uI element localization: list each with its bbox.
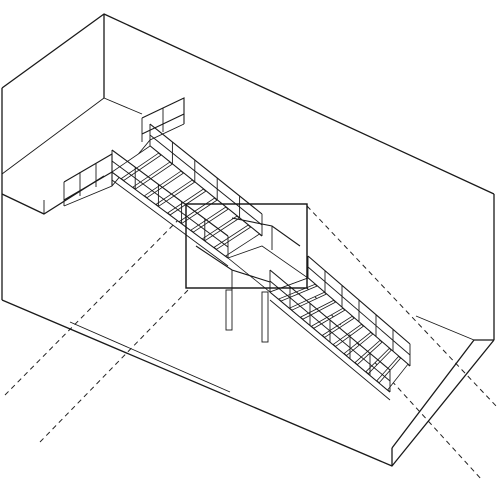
upper-landing-rail-left	[63, 153, 113, 186]
stair-tread	[204, 217, 250, 248]
upper-slab-back	[103, 97, 143, 115]
midrail-right	[149, 134, 263, 226]
projection-lines	[4, 205, 499, 481]
stair-flight-lower	[269, 255, 411, 401]
stringer-left-bottom	[269, 299, 391, 401]
projection-line-left	[4, 207, 191, 396]
upper-landing-rail-left-low	[63, 171, 113, 201]
detail-callout-box	[185, 203, 308, 289]
handrail-right	[149, 123, 263, 215]
support-column	[225, 289, 233, 331]
lower-slab-inner	[415, 315, 475, 341]
upper-slab-left	[1, 175, 105, 215]
stair-tread	[111, 145, 160, 180]
lower-slab-right	[391, 339, 494, 449]
landing-support-columns	[225, 289, 269, 343]
room-outline	[1, 13, 495, 467]
mid-landing	[195, 217, 309, 293]
room-back-wall-top	[1, 13, 495, 195]
stair-tread	[134, 163, 182, 197]
stair-tread	[192, 208, 238, 240]
support-column	[261, 291, 269, 343]
stringer-left-bottom	[111, 179, 229, 267]
stair-tread	[215, 226, 261, 257]
upper-slab-back-left	[1, 97, 105, 175]
handrail-left	[111, 149, 229, 237]
stair-tread	[180, 199, 227, 231]
midrail-left	[111, 160, 229, 248]
upper-landing-rail-back	[141, 97, 185, 124]
stair-tread	[356, 341, 391, 373]
stair-tread	[378, 357, 409, 391]
pit-floor-line	[69, 321, 231, 393]
stair-tread	[367, 349, 400, 382]
projection-line-right-lower	[306, 287, 483, 481]
projection-line-right	[306, 205, 499, 409]
stair-flight-upper	[111, 123, 263, 267]
stair-tread	[157, 181, 205, 214]
